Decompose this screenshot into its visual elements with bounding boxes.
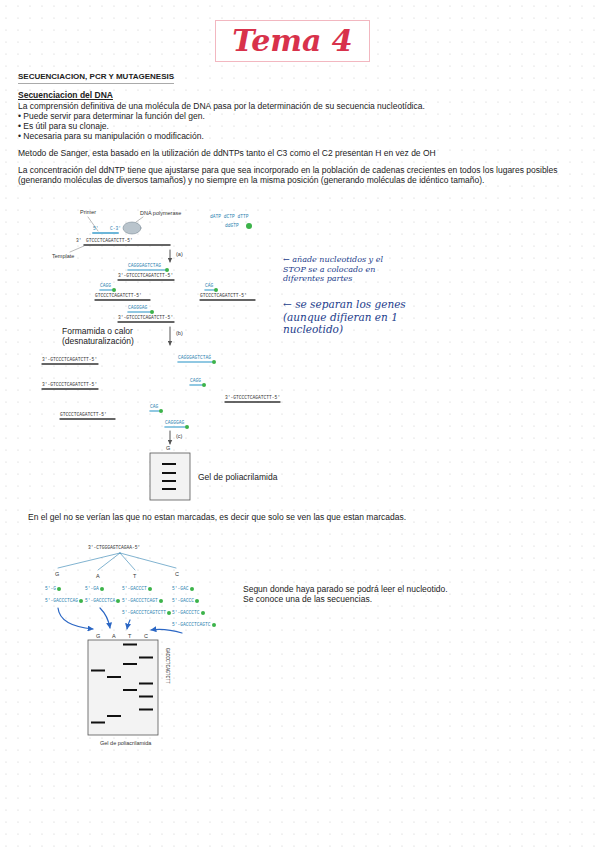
label-dot [57, 587, 61, 591]
gel-band [139, 683, 153, 685]
sequence-label: GTCCCTCAGATCTT-5' [60, 412, 107, 418]
fragment-label: 5'-GAC [172, 586, 194, 592]
figure-label: A [112, 633, 116, 640]
body-text: Metodo de Sanger, esta basado en la util… [18, 148, 436, 158]
body-text: • Es útil para su clonaje. [18, 121, 109, 131]
figure-label: (b) [176, 330, 183, 337]
figure-label: DNA polymerase [140, 210, 181, 217]
gel-band [91, 722, 105, 724]
figure-label: C [144, 633, 148, 640]
primer-sequence: CAGGGAGTCTAG [128, 263, 161, 269]
fragment-label: 5'-GACCCTCAG [45, 598, 83, 604]
primer-sequence: CAGGGAG [128, 305, 147, 311]
primer-sequence: dATP dCTP dTTP [210, 214, 249, 220]
label-dot [190, 587, 194, 591]
sequence-label: GTCCCTCAGATCTT-5' [86, 238, 133, 244]
sequence-label: 3'-GTCCCTCAGATCTT-5' [225, 395, 280, 401]
fragment-label: 5'-G [45, 586, 61, 592]
sequence-label: 3'-GTCCCTCAGATCTT-5' [118, 273, 173, 279]
gel-band [123, 663, 137, 665]
primer-sequence: CAGG [190, 378, 201, 384]
gel-band [91, 670, 105, 672]
figure-label: T [128, 633, 131, 640]
fragment-label: 5'-GA [85, 586, 104, 592]
primer-sequence: CAG [150, 404, 158, 410]
gel-band [139, 709, 153, 711]
figure-label: Formamida o calor (desnaturalización) [62, 326, 162, 346]
figure-label: G [166, 445, 170, 452]
primer-sequence: CAGG [100, 283, 111, 289]
fragment-label: 5'-GACCCTCAGT [122, 598, 163, 604]
label-dot [159, 599, 163, 603]
label-dot [167, 611, 171, 615]
sequence-label: 3'-GTCCCTCAGATCTT-5' [42, 382, 97, 388]
figure-label: Template [52, 253, 74, 260]
title-text: Tema 4 [232, 26, 352, 56]
gel-band [139, 696, 153, 698]
primer-sequence: 5' [93, 226, 99, 232]
handwritten-note: ← se separan los genes (aunque difieran … [283, 298, 423, 336]
body-text: Gel de poliacrilamida [198, 472, 277, 482]
label-dot [201, 611, 205, 615]
figure-label: G [55, 571, 59, 578]
handwritten-note: ← añade nucleotidos y el STOP se a coloc… [283, 255, 393, 284]
primer-sequence: CAGGGAGTCTAG [178, 355, 211, 361]
fragment-label: 5'-GACCC [172, 598, 199, 604]
body-text: La comprensión definitiva de una molécul… [18, 101, 425, 111]
sequence-label: GTCCCTCAGATCTT-5' [200, 293, 247, 299]
primer-sequence: C-3' [110, 226, 121, 232]
sequence-label: 3'-GTCCCTCAGATCTT-5' [118, 315, 173, 321]
body-text: • Necesaria para su manipulación o modif… [18, 131, 204, 141]
sequence-label: GTCCCTCAGATCTT-5' [95, 293, 142, 299]
primer-sequence: CAG [205, 283, 213, 289]
fragment-label: 5'-GACCCTCA [85, 598, 120, 604]
sequence-label: 3'-CTGGGAGTCAGAA-5' [88, 545, 140, 551]
read-sequence: GACCCTCAGTCTT [165, 648, 171, 684]
figure-label: Gel de poliacrilamida [100, 740, 151, 747]
figure-label: Primer [80, 209, 96, 216]
primer-sequence: ddGTP [225, 223, 239, 229]
title-box: Tema 4 [215, 20, 370, 62]
body-text: Segun donde haya parado se podrá leer el… [243, 584, 448, 594]
body-text: En el gel no se verían las que no estan … [28, 512, 406, 522]
gel-band [139, 657, 153, 659]
figure-label: A [96, 573, 100, 580]
figure-label: (a) [176, 251, 183, 258]
figure-label: C [175, 571, 179, 578]
body-text: • Puede servir para determinar la funció… [18, 111, 205, 121]
gel-band [123, 644, 137, 646]
label-dot [212, 623, 216, 627]
subheading: Secuenciacion del DNA [18, 90, 113, 100]
figure-label: (c) [176, 433, 182, 440]
label-dot [100, 587, 104, 591]
body-text: Se conoce una de las secuencias. [243, 594, 372, 604]
gel-band [123, 689, 137, 691]
section-heading: SECUENCIACION, PCR Y MUTAGENESIS [18, 72, 174, 84]
sequence-label: 3' [76, 238, 82, 244]
fragment-label: 5'-GACCCT [122, 586, 152, 592]
gel-band [107, 676, 121, 678]
sequence-label: 3'-GTCCCTCAGATCTT-5' [42, 357, 97, 363]
figure-label: T [133, 573, 136, 580]
label-dot [79, 599, 83, 603]
primer-sequence: CAGGGAG [165, 420, 184, 426]
fragment-label: 5'-GACCCTCAGTC [172, 622, 216, 628]
label-dot [116, 599, 120, 603]
label-dot [148, 587, 152, 591]
body-text: La concentración del ddNTP tiene que aju… [18, 165, 593, 185]
fragment-label: 5'-GACCCTCAGTCTT [122, 610, 171, 616]
label-dot [195, 599, 199, 603]
figure-label: G [96, 633, 100, 640]
gel-band [107, 715, 121, 717]
fragment-label: 5'-GACCCTC [172, 610, 205, 616]
